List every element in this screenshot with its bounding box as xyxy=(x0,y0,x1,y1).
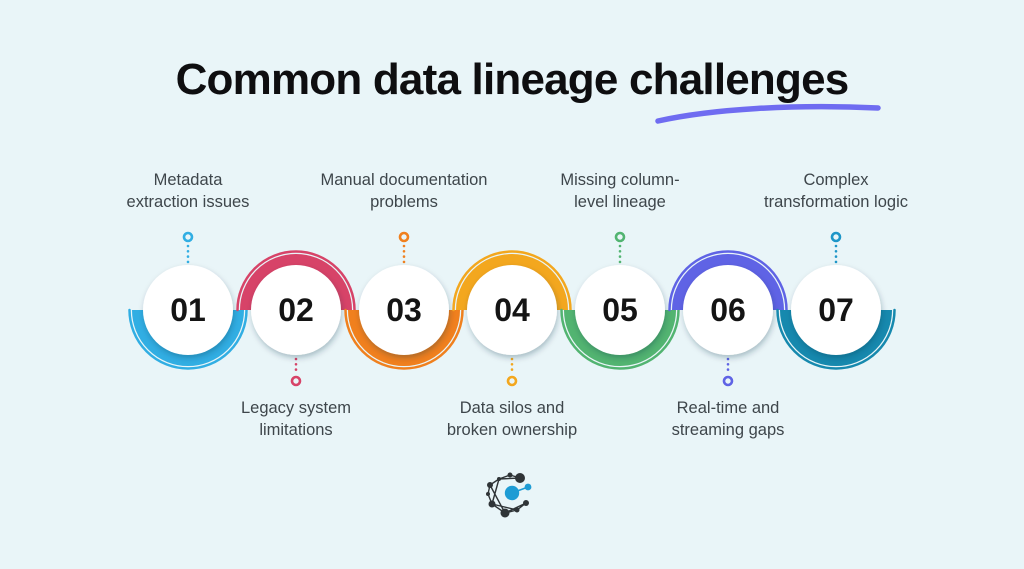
item-circle xyxy=(143,265,233,355)
item-thick-arc xyxy=(132,309,244,366)
connector-ring xyxy=(182,231,194,243)
label-line: extraction issues xyxy=(126,192,250,211)
label-line: Missing column- xyxy=(560,171,680,189)
label-line: Manual documentation xyxy=(320,171,488,189)
item-thin-arc xyxy=(560,308,680,370)
item-thick-arc xyxy=(456,254,568,311)
item-number: 05 xyxy=(602,292,638,328)
item-circle xyxy=(683,265,773,355)
challenge-item-03: 03 xyxy=(319,160,489,450)
label-line: streaming gaps xyxy=(671,420,785,439)
connector-ring xyxy=(290,375,302,387)
item-number: 07 xyxy=(818,292,854,328)
item-number: 02 xyxy=(278,292,314,328)
item-thick-arc xyxy=(348,309,460,366)
item-number: 06 xyxy=(710,292,746,328)
label-line: problems xyxy=(370,192,438,211)
label-line: transformation logic xyxy=(764,192,908,211)
connector-ring xyxy=(506,375,518,387)
item-thick-arc xyxy=(672,254,784,311)
connector-ring xyxy=(722,375,734,387)
item-circle xyxy=(791,265,881,355)
item-thin-arc xyxy=(236,250,356,312)
item-circle xyxy=(575,265,665,355)
item-number: 01 xyxy=(170,292,206,328)
challenge-label-04: Data silos and broken ownership xyxy=(392,398,632,441)
connector-ring xyxy=(398,231,410,243)
connector-ring xyxy=(830,231,842,243)
item-thick-arc xyxy=(780,309,892,366)
item-circle xyxy=(251,265,341,355)
challenge-item-04: 04 xyxy=(427,160,597,450)
item-circle xyxy=(467,265,557,355)
label-line: Legacy system xyxy=(240,399,352,417)
connector-ring xyxy=(614,231,626,243)
item-thin-arc xyxy=(776,308,896,370)
label-line: Real-time and xyxy=(676,399,780,417)
label-line: broken ownership xyxy=(446,420,578,439)
challenge-item-01: 01 xyxy=(103,160,273,450)
item-thick-arc xyxy=(564,309,676,366)
item-thick-arc xyxy=(240,254,352,311)
item-number: 04 xyxy=(494,292,530,328)
label-line: Data silos and xyxy=(459,399,565,417)
challenge-label-02: Legacy system limitations xyxy=(176,398,416,441)
label-line: limitations xyxy=(259,420,333,439)
item-thin-arc xyxy=(344,308,464,370)
challenge-label-05: Missing column-level lineage xyxy=(500,170,740,213)
label-line: level lineage xyxy=(574,192,666,211)
label-line: Metadata xyxy=(153,171,223,189)
challenge-item-06: 06 xyxy=(643,160,813,450)
challenge-label-03: Manual documentation problems xyxy=(284,170,524,213)
challenge-label-01: Metadata extraction issues xyxy=(68,170,308,213)
label-line: Complex xyxy=(803,171,869,189)
item-number: 03 xyxy=(386,292,422,328)
challenge-item-02: 02 xyxy=(211,160,381,450)
item-thin-arc xyxy=(668,250,788,312)
challenge-label-06: Real-time and streaming gaps xyxy=(608,398,848,441)
network-logo-icon xyxy=(486,472,532,518)
item-circle xyxy=(359,265,449,355)
challenge-label-07: Complex transformation logic xyxy=(716,170,956,213)
page-title: Common data lineage challenges xyxy=(175,55,850,104)
challenge-item-05: 05 xyxy=(535,160,705,450)
item-thin-arc xyxy=(452,250,572,312)
title-underline-swoosh xyxy=(655,103,881,124)
challenge-item-07: 07 xyxy=(751,160,921,450)
item-thin-arc xyxy=(128,308,248,370)
